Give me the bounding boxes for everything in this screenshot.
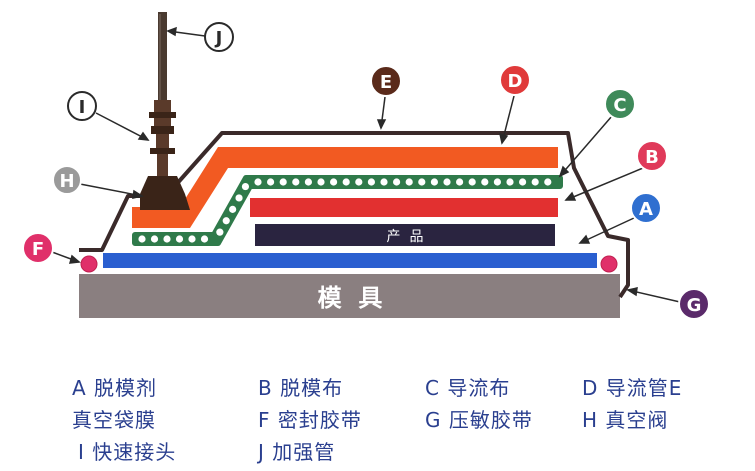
svg-text:I: I <box>79 97 86 118</box>
mesh-hole <box>267 178 275 186</box>
sealant-tape-right <box>600 255 618 273</box>
marker-c: C <box>604 88 636 120</box>
mesh-hole <box>519 178 527 186</box>
reinforcement-tube <box>158 12 167 112</box>
mesh-hole <box>175 235 184 243</box>
marker-a: A <box>630 192 662 224</box>
mesh-hole <box>355 178 363 186</box>
mesh-hole <box>188 235 196 243</box>
mesh-hole <box>330 178 338 186</box>
mesh-hole <box>544 178 552 186</box>
svg-text:F: F <box>32 239 44 260</box>
mesh-hole <box>342 178 350 186</box>
mesh-hole <box>200 235 209 243</box>
mesh-hole <box>506 178 514 186</box>
marker-j: J <box>204 22 234 52</box>
legend-item-a: A 脱模剂 <box>72 376 158 400</box>
mesh-hole <box>531 178 539 186</box>
vacuum-bag-film <box>79 131 630 299</box>
marker-b: B <box>636 140 668 172</box>
mesh-hole <box>481 178 489 186</box>
svg-text:A: A <box>639 199 653 220</box>
mesh-hole <box>380 178 388 186</box>
marker-g: G <box>678 288 710 320</box>
mesh-hole <box>254 178 262 186</box>
product <box>255 224 555 246</box>
mesh-hole <box>163 235 171 243</box>
svg-text:D: D <box>508 71 523 92</box>
mesh-hole <box>222 217 230 225</box>
sealant-tape-left <box>80 255 98 273</box>
mold <box>79 274 620 318</box>
release-cloth <box>250 198 558 217</box>
marker-e: E <box>370 65 402 97</box>
legend-item-f: F 密封胶带 <box>258 408 362 432</box>
svg-text:C: C <box>613 95 626 116</box>
mold-label: 模 具 <box>318 284 383 312</box>
mesh-hole <box>430 178 438 186</box>
svg-text:B: B <box>645 147 659 168</box>
flow-mesh-holes <box>138 178 552 243</box>
mesh-hole <box>443 178 451 186</box>
legend-item-i: I 快速接头 <box>78 440 177 464</box>
legend-item-h: H 真空阀 <box>582 408 669 432</box>
legend-item-b: B 脱模布 <box>258 376 344 400</box>
legend-item-c: C 导流布 <box>425 376 511 400</box>
mesh-hole <box>405 178 413 186</box>
flow-mesh <box>132 175 563 246</box>
mesh-hole <box>493 178 501 186</box>
marker-f: F <box>22 232 54 264</box>
mesh-hole <box>216 228 224 236</box>
legend-item-j: J 加强管 <box>258 440 336 464</box>
mesh-hole <box>456 178 464 186</box>
legend-item-e: 真空袋膜 <box>72 408 156 432</box>
mesh-hole <box>367 178 375 186</box>
marker-i: I <box>67 91 97 121</box>
mesh-hole <box>279 178 287 186</box>
mesh-hole <box>304 178 312 186</box>
mesh-hole <box>393 178 401 186</box>
marker-d: D <box>499 64 531 96</box>
mesh-hole <box>229 205 237 213</box>
product-label: 产 品 <box>387 229 424 245</box>
mesh-hole <box>235 194 243 202</box>
vacuum-valve <box>140 176 190 210</box>
vacuum-bag-diagram: 模 具 产 品 <box>22 12 710 320</box>
marker-h: H <box>52 165 82 195</box>
mesh-hole <box>418 178 426 186</box>
mesh-hole <box>317 178 325 186</box>
release-agent-layer <box>103 253 597 268</box>
svg-text:H: H <box>59 171 74 192</box>
mesh-hole <box>138 235 146 243</box>
svg-text:G: G <box>687 295 702 316</box>
mesh-hole <box>150 235 159 243</box>
svg-text:J: J <box>214 28 223 49</box>
mesh-hole <box>468 178 476 186</box>
svg-text:E: E <box>380 72 392 93</box>
legend-item-d: D 导流管E <box>582 376 683 400</box>
mesh-hole <box>241 182 250 191</box>
legend-item-g: G 压敏胶带 <box>425 408 533 432</box>
mesh-hole <box>292 178 300 186</box>
flow-tube <box>132 147 558 228</box>
